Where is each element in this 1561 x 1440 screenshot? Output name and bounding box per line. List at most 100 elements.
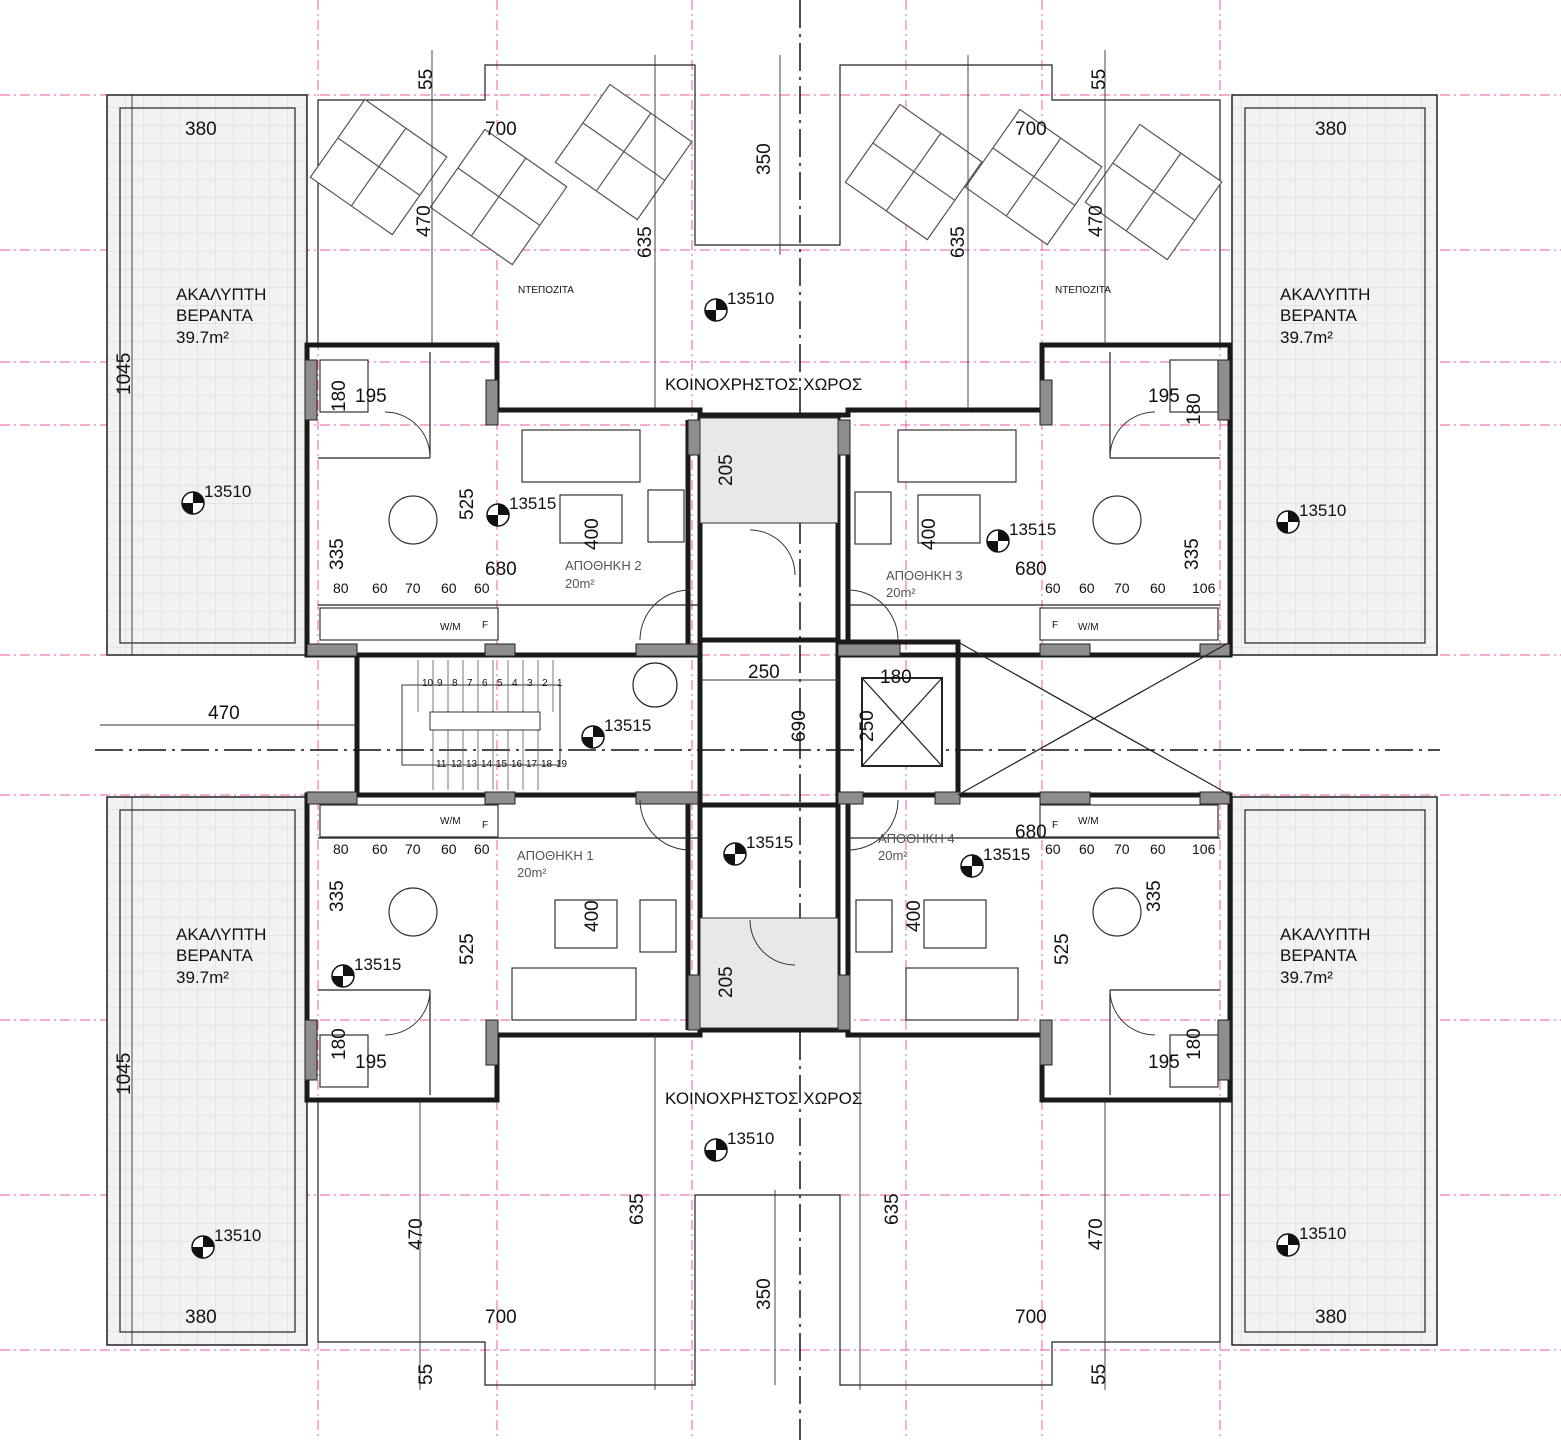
dimension-texts: 380 700 700 380 380 700 700 380 195 195 … [114, 69, 1347, 1385]
svg-text:ΒΕΡΑΝΤΑ: ΒΕΡΑΝΤΑ [176, 306, 253, 325]
svg-text:70: 70 [1114, 841, 1130, 857]
dimension-lines [100, 50, 1106, 1390]
stair-step-number: 13 [466, 759, 478, 770]
svg-text:205: 205 [716, 454, 737, 486]
svg-text:335: 335 [327, 538, 348, 570]
stair-step-number: 19 [556, 759, 568, 770]
dining-tables [388, 495, 1142, 937]
svg-text:ΑΠΟΘΗΚΗ 2: ΑΠΟΘΗΚΗ 2 [565, 558, 642, 573]
veranda-label-sw: ΑΚΑΛΥΠΤΗ ΒΕΡΑΝΤΑ 39.7m² [176, 925, 266, 987]
svg-text:195: 195 [355, 386, 387, 407]
stair-step-number: 18 [541, 759, 553, 770]
svg-text:680: 680 [1015, 559, 1047, 580]
stair-step-number: 3 [527, 678, 533, 689]
svg-text:F: F [482, 620, 488, 631]
svg-text:80: 80 [333, 580, 349, 596]
svg-text:13510: 13510 [727, 289, 774, 308]
svg-text:60: 60 [1150, 580, 1166, 596]
svg-text:13515: 13515 [983, 845, 1030, 864]
level-markers: 13510 13510 13510 13510 13510 13510 [181, 289, 1346, 1259]
common-area-label-top: ΚΟΙΝΟΧΡΗΣΤΟΣ ΧΩΡΟΣ [665, 375, 862, 394]
svg-text:380: 380 [185, 1307, 217, 1328]
svg-text:690: 690 [789, 710, 810, 742]
center-axes [95, 0, 1440, 1440]
stair-step-number: 8 [452, 678, 458, 689]
stair-step-number: 6 [482, 678, 488, 689]
level-marker: 13515 [581, 716, 651, 749]
svg-text:60: 60 [1079, 580, 1095, 596]
stair-step-number: 11 [436, 759, 447, 770]
doors [384, 411, 1156, 1036]
level-marker: 13510 [704, 289, 774, 322]
svg-text:20m²: 20m² [878, 848, 908, 863]
svg-text:106: 106 [1192, 841, 1216, 857]
svg-text:13515: 13515 [1009, 520, 1056, 539]
svg-text:13515: 13515 [604, 716, 651, 735]
svg-text:13515: 13515 [509, 494, 556, 513]
appliance-labels: W/M F W/M F W/M F W/M F [440, 620, 1099, 831]
svg-text:470: 470 [1086, 1218, 1107, 1250]
svg-text:55: 55 [416, 69, 437, 90]
tank-label-right: ΝΤΕΠΟΖΙΤΑ [1055, 285, 1111, 296]
svg-text:350: 350 [754, 1278, 775, 1310]
tank-label-left: ΝΤΕΠΟΖΙΤΑ [518, 285, 574, 296]
svg-text:635: 635 [627, 1193, 648, 1225]
svg-text:ΑΚΑΛΥΠΤΗ: ΑΚΑΛΥΠΤΗ [176, 285, 266, 304]
svg-text:80: 80 [333, 841, 349, 857]
bath-tubs [319, 359, 1219, 1088]
veranda-label-se: ΑΚΑΛΥΠΤΗ ΒΕΡΑΝΤΑ 39.7m² [1280, 925, 1370, 987]
stair-step-number: 7 [467, 678, 473, 689]
svg-text:700: 700 [1015, 119, 1047, 140]
columns [304, 359, 1231, 1081]
svg-text:1045: 1045 [114, 1053, 135, 1095]
svg-text:ΒΕΡΑΝΤΑ: ΒΕΡΑΝΤΑ [1280, 946, 1357, 965]
svg-text:60: 60 [441, 841, 457, 857]
level-marker: 13515 [986, 520, 1056, 553]
svg-text:470: 470 [414, 205, 435, 237]
svg-text:60: 60 [1079, 841, 1095, 857]
stair-step-number: 9 [437, 678, 443, 689]
svg-text:635: 635 [948, 226, 969, 258]
furniture [319, 359, 1219, 1088]
svg-text:W/M: W/M [1078, 622, 1099, 633]
stair-step-number: 16 [511, 759, 523, 770]
svg-text:60: 60 [1045, 841, 1061, 857]
level-marker: 13510 [1276, 1224, 1346, 1257]
svg-text:55: 55 [1089, 1364, 1110, 1385]
svg-text:525: 525 [1052, 933, 1073, 965]
solar-panels [309, 83, 1223, 266]
svg-text:ΑΚΑΛΥΠΤΗ: ΑΚΑΛΥΠΤΗ [176, 925, 266, 944]
svg-text:380: 380 [1315, 119, 1347, 140]
svg-text:180: 180 [329, 380, 350, 412]
svg-text:20m²: 20m² [517, 865, 547, 880]
sofas [511, 429, 1019, 1021]
stair-step-number: 17 [526, 759, 538, 770]
svg-text:470: 470 [406, 1218, 427, 1250]
svg-text:195: 195 [1148, 1052, 1180, 1073]
stair-step-number: 1 [557, 678, 563, 689]
svg-text:635: 635 [635, 226, 656, 258]
stair-step-number: 10 [422, 678, 434, 689]
svg-text:60: 60 [372, 841, 388, 857]
svg-text:380: 380 [185, 119, 217, 140]
svg-text:60: 60 [474, 841, 490, 857]
stair-step-number: 12 [451, 759, 463, 770]
stair-step-number: 4 [512, 678, 518, 689]
svg-text:180: 180 [880, 667, 912, 688]
stair-step-number: 15 [496, 759, 508, 770]
svg-text:60: 60 [1150, 841, 1166, 857]
svg-text:250: 250 [857, 710, 878, 742]
kitchen-counters [319, 607, 1219, 838]
svg-text:1045: 1045 [114, 353, 135, 395]
svg-text:470: 470 [208, 703, 240, 724]
veranda-label-ne: ΑΚΑΛΥΠΤΗ ΒΕΡΑΝΤΑ 39.7m² [1280, 285, 1370, 347]
svg-text:W/M: W/M [1078, 816, 1099, 827]
svg-text:ΑΚΑΛΥΠΤΗ: ΑΚΑΛΥΠΤΗ [1280, 285, 1370, 304]
svg-text:70: 70 [405, 580, 421, 596]
level-marker: 13515 [331, 955, 401, 988]
svg-text:ΒΕΡΑΝΤΑ: ΒΕΡΑΝΤΑ [1280, 306, 1357, 325]
svg-text:F: F [1052, 820, 1058, 831]
storage-labels: ΑΠΟΘΗΚΗ 2 20m² ΑΠΟΘΗΚΗ 3 20m² ΑΠΟΘΗΚΗ 1 … [517, 558, 963, 880]
level-marker: 13510 [181, 482, 251, 515]
